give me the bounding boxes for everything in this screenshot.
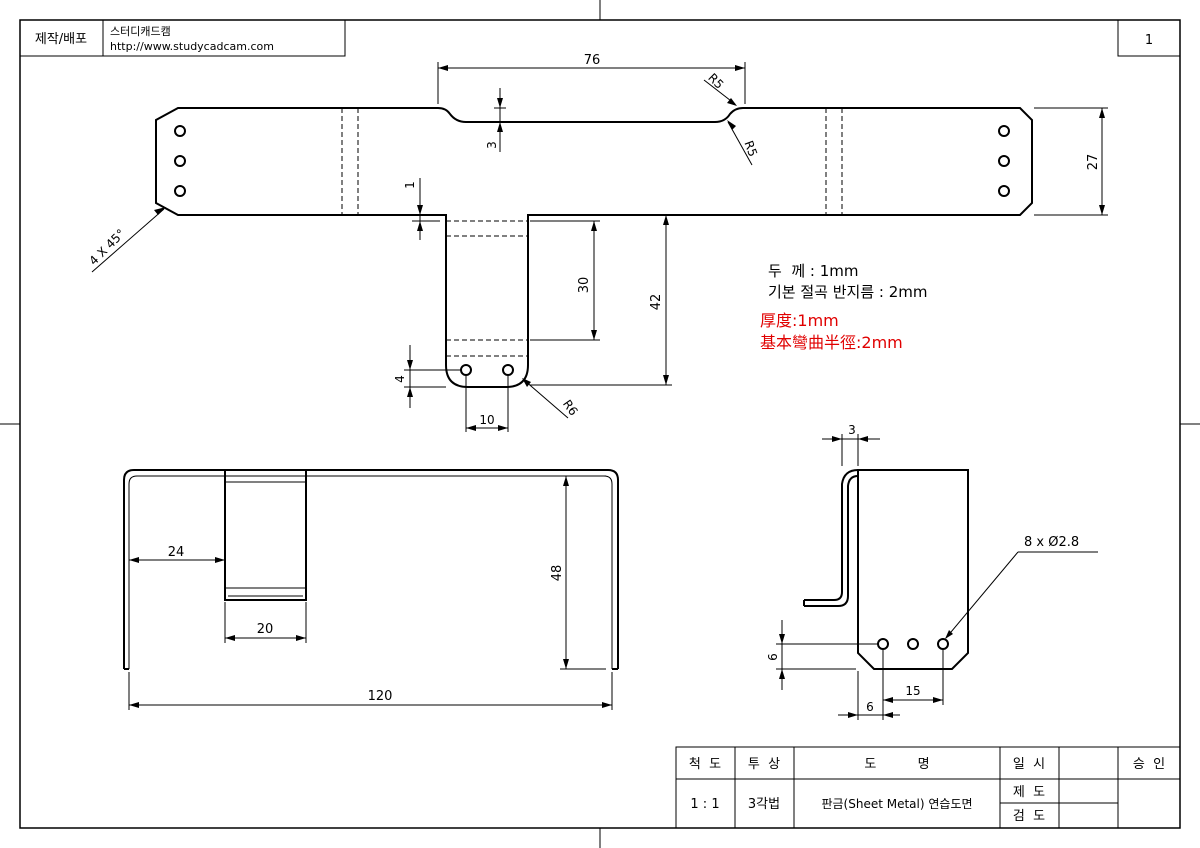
dim-r5-lower-label: R5 [741,139,760,159]
title-block: 척 도 투 상 도 명 일 시 승 인 1 : 1 3각법 판금(Sheet M… [675,746,1181,829]
dim-15: 15 [882,650,944,720]
hole [460,364,472,376]
tb-name-label: 도 명 [864,757,929,772]
sheet-number-box: 1 [1117,19,1181,57]
tb-drawing-name: 판금(Sheet Metal) 연습도면 [821,797,972,811]
hole [174,155,186,167]
dim-24-label: 24 [168,545,185,560]
holes-tab [460,364,514,376]
dim-120-label: 120 [368,689,393,704]
sheet-border [19,19,1181,829]
dim-42: 42 [530,214,672,386]
dim-holes: 8 x Ø2.8 [945,535,1098,639]
header-box: 제작/배포 스터디캐드캠 http://www.studycadcam.com [19,19,346,57]
tb-checked-label: 검 도 [1013,809,1045,824]
dim-42-label: 42 [649,294,664,311]
hole [998,185,1010,197]
front-view-inner [128,475,613,669]
dim-holes-label: 8 x Ø2.8 [1024,535,1079,550]
tb-approval-label: 승 인 [1133,757,1165,772]
front-view [123,469,619,670]
note-thickness-ko: 두 께 : 1mm [768,262,859,280]
dim-20: 20 [224,602,307,643]
tb-scale-label: 척 도 [689,757,721,772]
dim-6v-label: 6 [766,653,780,661]
hole [907,638,919,650]
dim-76-label: 76 [584,53,601,68]
dim-6h-label: 6 [866,700,874,714]
front-view-outer [123,469,619,669]
dim-27-label: 27 [1086,154,1101,171]
dim-r6-label: R6 [560,397,581,418]
tb-date-label: 일 시 [1013,757,1045,772]
dim-3-notch: 3 [485,88,506,152]
dim-20-label: 20 [257,622,274,637]
hole [998,125,1010,137]
dim-4: 4 [393,345,462,408]
dim-6-vertical: 6 [766,620,878,690]
side-view-bend-outer [804,469,859,601]
tb-drawn-label: 제 도 [1013,785,1045,800]
dim-3-side-label: 3 [848,423,856,437]
front-view-tab [224,469,307,601]
dim-r5-upper: R5 [703,71,737,106]
dim-10-label: 10 [479,413,494,427]
dim-48: 48 [550,475,606,670]
dim-4-label: 4 [393,375,407,383]
dim-15-label: 15 [905,684,920,698]
holes-right [998,125,1010,197]
dim-30: 30 [530,220,600,341]
note-bend-radius-ko: 기본 절곡 반지름 : 2mm [768,283,928,301]
hole [174,125,186,137]
holes-left [174,125,186,197]
note-bend-radius-cn: 基本彎曲半徑:2mm [760,333,903,352]
flat-pattern-outline [155,107,1033,388]
tb-scale-value: 1 : 1 [690,797,719,812]
hole [937,638,949,650]
bend-lines [341,108,843,357]
dim-3-label: 3 [485,141,499,149]
dim-27: 27 [1034,107,1108,216]
hole [998,155,1010,167]
sheet-number: 1 [1145,33,1153,48]
dim-120: 120 [128,672,613,710]
header-company: 스터디캐드캠 [110,25,171,38]
header-url: http://www.studycadcam.com [110,40,274,53]
tb-projection-label: 투 상 [748,757,780,772]
dim-1-label: 1 [403,181,417,189]
dim-76: 76 [437,53,746,104]
notes: 두 께 : 1mm 기본 절곡 반지름 : 2mm 厚度:1mm 基本彎曲半徑:… [760,262,928,352]
side-view-plate [857,469,969,670]
header-label: 제작/배포 [35,32,87,47]
dim-3-side: 3 [822,423,880,466]
dim-r6: R6 [522,378,581,419]
side-view-bend-inner [804,475,859,607]
dim-6-horizontal: 6 [838,671,900,720]
note-thickness-cn: 厚度:1mm [760,311,839,330]
dim-chamfer: 4 X 45° [86,207,166,273]
dim-r5-lower: R5 [727,120,760,166]
dim-24: 24 [129,545,225,563]
flat-pattern [155,107,1033,388]
dim-1-step: 1 [403,178,440,240]
side-view [803,469,969,670]
hole [502,364,514,376]
dim-30-label: 30 [577,277,592,294]
tb-projection-value: 3각법 [748,797,780,812]
dim-r5-upper-label: R5 [705,71,726,92]
hole [877,638,889,650]
dim-chamfer-label: 4 X 45° [86,226,128,268]
dim-48-label: 48 [550,565,565,582]
hole [174,185,186,197]
dim-10: 10 [465,376,509,432]
